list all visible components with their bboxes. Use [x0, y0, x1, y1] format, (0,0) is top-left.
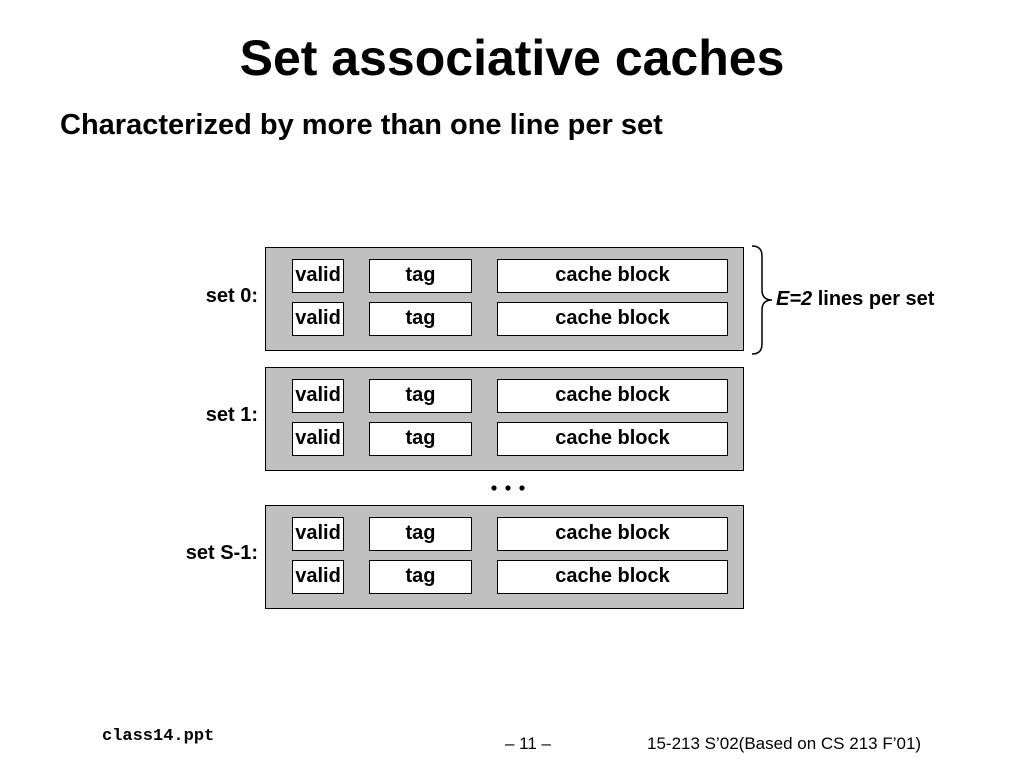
valid-bit-cell: valid [292, 259, 344, 293]
set-0-box: valid tag cache block valid tag cache bl… [265, 247, 744, 351]
curly-brace-icon [751, 245, 773, 355]
ellipsis-dot [505, 485, 511, 491]
set-s-minus-1-box: valid tag cache block valid tag cache bl… [265, 505, 744, 609]
set-1-box: valid tag cache block valid tag cache bl… [265, 367, 744, 471]
footer-filename: class14.ppt [102, 727, 215, 746]
valid-bit-cell: valid [292, 560, 344, 594]
slide-subtitle: Characterized by more than one line per … [60, 109, 663, 141]
cache-block-cell: cache block [497, 517, 728, 551]
cache-block-cell: cache block [497, 560, 728, 594]
set-s-minus-1-label: set S-1: [185, 542, 258, 564]
ellipsis-dot [519, 485, 525, 491]
valid-bit-cell: valid [292, 422, 344, 456]
set-0-label: set 0: [205, 285, 258, 307]
valid-bit-cell: valid [292, 302, 344, 336]
tag-cell: tag [369, 560, 472, 594]
cache-block-cell: cache block [497, 302, 728, 336]
ellipsis-dot [491, 485, 497, 491]
slide-title: Set associative caches [239, 30, 785, 86]
cache-block-cell: cache block [497, 259, 728, 293]
tag-cell: tag [369, 379, 472, 413]
tag-cell: tag [369, 259, 472, 293]
tag-cell: tag [369, 422, 472, 456]
cache-block-cell: cache block [497, 379, 728, 413]
tag-cell: tag [369, 302, 472, 336]
footer-page-number: – 11 – [505, 734, 552, 753]
valid-bit-cell: valid [292, 379, 344, 413]
footer-course-info: 15-213 S’02(Based on CS 213 F’01) [647, 734, 922, 753]
lines-per-set-text: lines per set [817, 288, 935, 310]
tag-cell: tag [369, 517, 472, 551]
valid-bit-cell: valid [292, 517, 344, 551]
associativity-value: E=2 [776, 288, 813, 310]
ellipsis-dots [491, 485, 525, 491]
cache-block-cell: cache block [497, 422, 728, 456]
lines-per-set-annotation: E=2 lines per set [776, 287, 934, 311]
set-1-label: set 1: [205, 404, 258, 426]
